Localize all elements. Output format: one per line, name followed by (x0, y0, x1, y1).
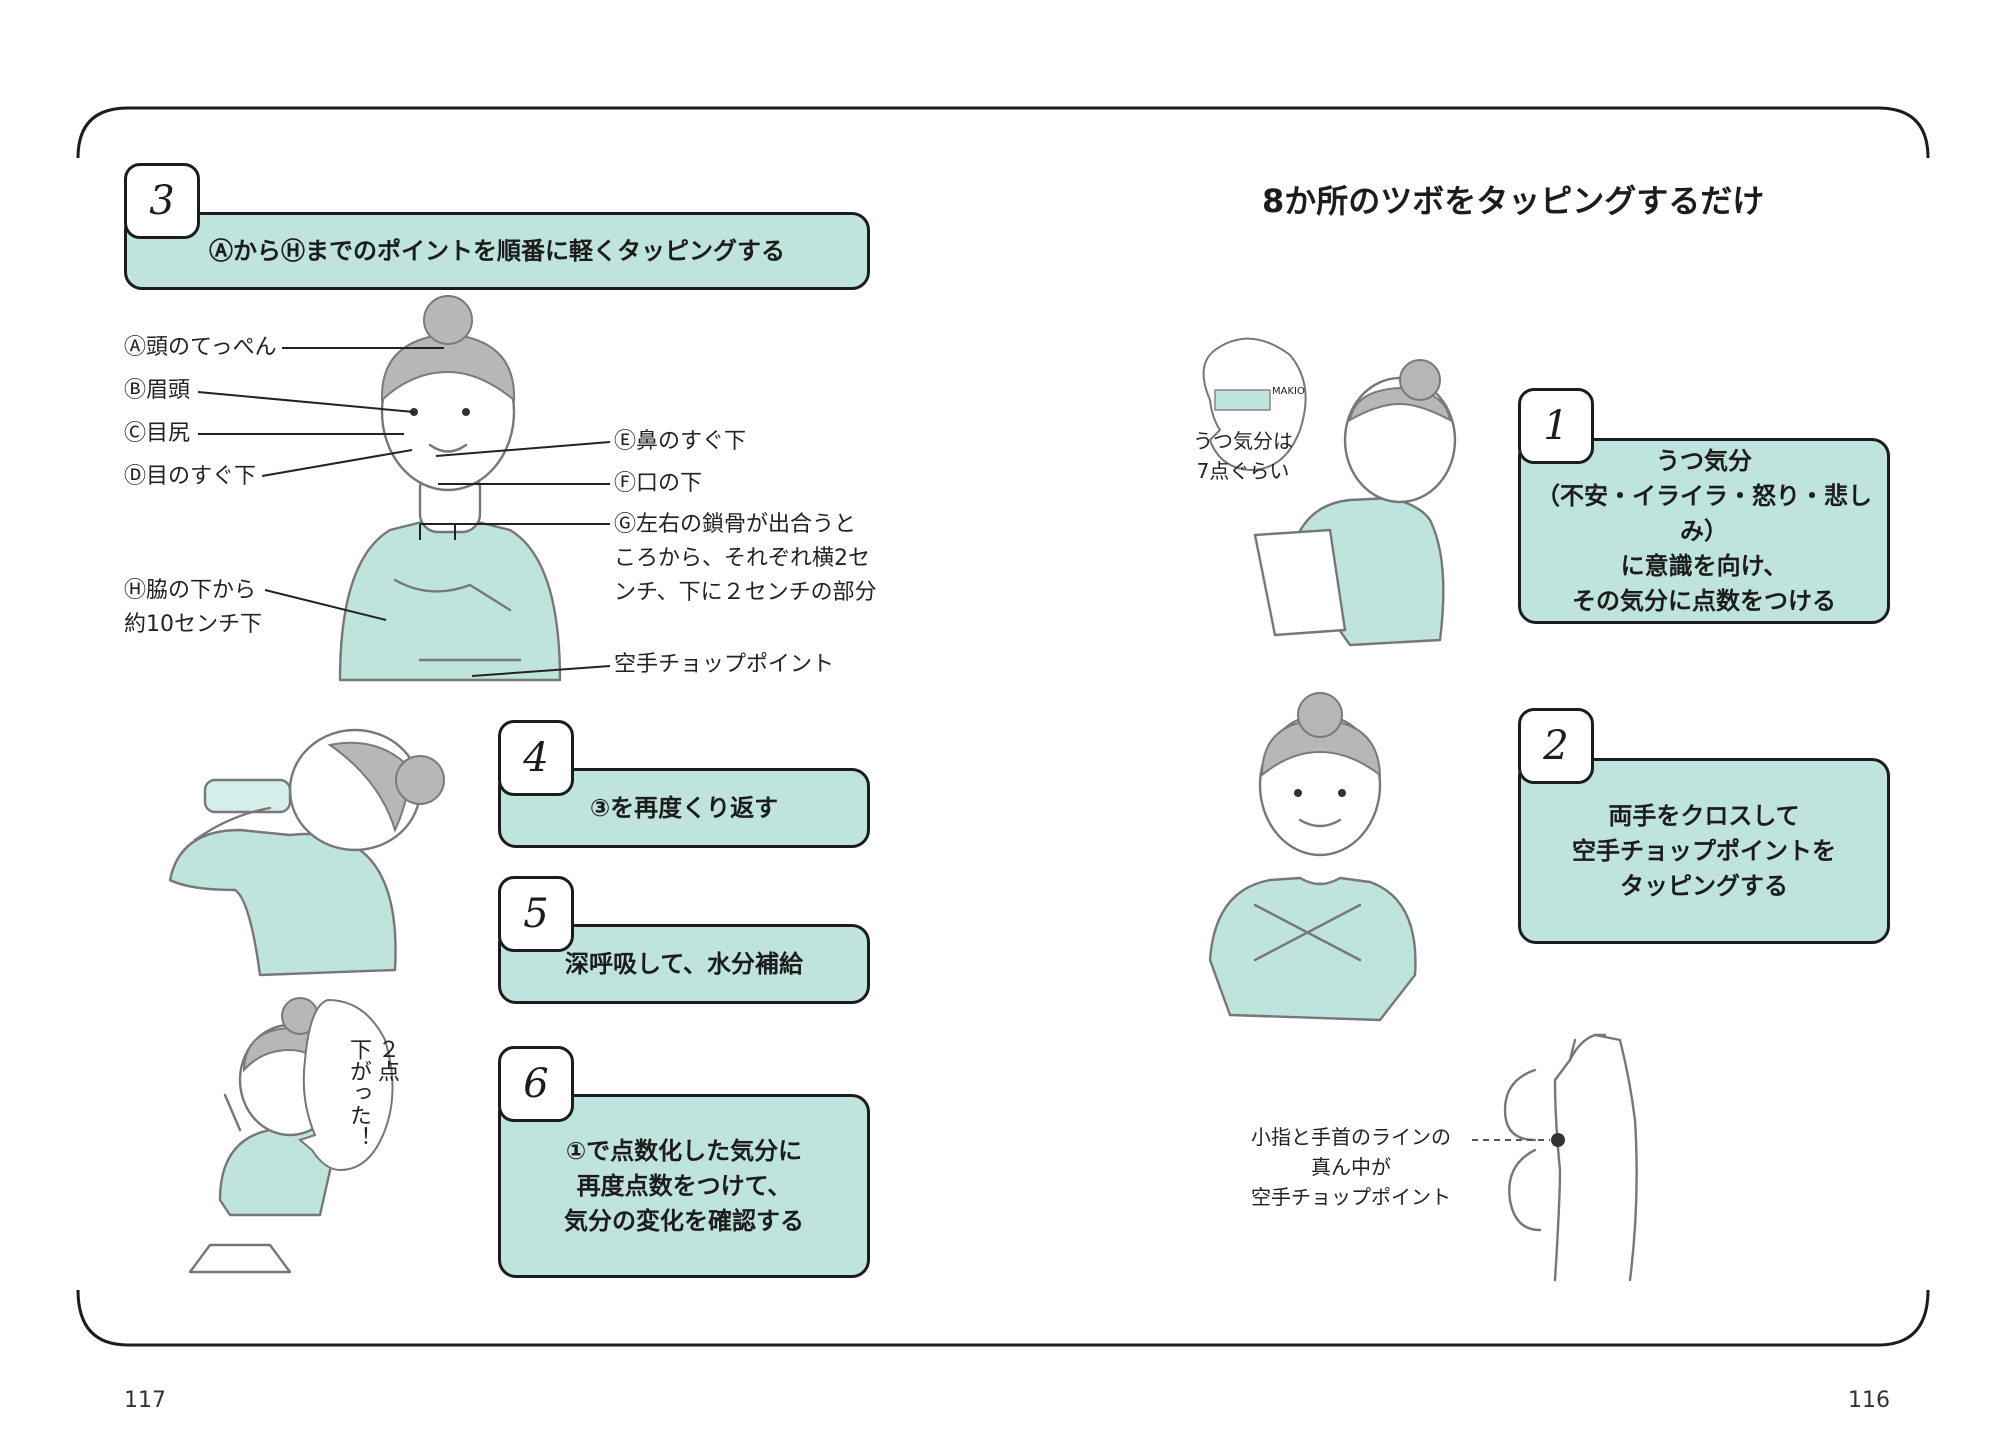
tapping-points-figure (197, 295, 611, 682)
step-1-number: 1 (1518, 388, 1594, 464)
point-e-label: Ⓔ鼻のすぐ下 (614, 429, 747, 454)
step-5-text: 深呼吸して、水分補給 (564, 949, 804, 978)
step-2-text: 両手をクロスして 空手チョップポイントを タッピングする (1572, 801, 1836, 900)
step-6-box: ①で点数化した気分に 再度点数をつけて、 気分の変化を確認する (498, 1094, 870, 1278)
point-f-label: Ⓕ口の下 (614, 471, 703, 496)
point-d-label: Ⓓ目のすぐ下 (124, 464, 257, 489)
page-number-right: 116 (1848, 1388, 1890, 1413)
step-3-number: 3 (124, 163, 200, 239)
karate-point-label: 空手チョップポイント (614, 652, 835, 677)
hand-caption: 小指と手首のラインの 真ん中が 空手チョップポイント (1251, 1125, 1451, 1209)
crossed-hands-figure (1208, 692, 1417, 1022)
mood-score-bubble: うつ気分は 7点ぐらい (1193, 429, 1293, 483)
point-c-label: Ⓒ目尻 (124, 421, 191, 446)
page-title: 8か所のツボをタッピングするだけ (1262, 182, 1765, 220)
clipboard-figure (1202, 337, 1457, 647)
dropped-score-bubble: ２点 下がった！ (346, 1038, 399, 1148)
notepad-mark: MAKIO (1272, 386, 1305, 397)
point-a-label: Ⓐ頭のてっぺん (124, 335, 277, 360)
page-number-left: 117 (124, 1388, 166, 1413)
hand-figure (1472, 1033, 1638, 1282)
step-6-text: ①で点数化した気分に 再度点数をつけて、 気分の変化を確認する (564, 1136, 804, 1235)
point-b-label: Ⓑ眉頭 (124, 378, 191, 403)
step-4-text: ③を再度くり返す (589, 793, 779, 822)
result-figure (188, 997, 394, 1274)
step-5-number: 5 (498, 876, 574, 952)
step-6-number: 6 (498, 1046, 574, 1122)
step-2-number: 2 (1518, 708, 1594, 784)
step-4-number: 4 (498, 720, 574, 796)
step-3-text: ⒶからⒽまでのポイントを順番に軽くタッピングする (209, 236, 785, 265)
point-g-label: Ⓖ左右の鎖骨が出合うと ころから、それぞれ横2セ ンチ、下に２センチの部分 (614, 512, 877, 605)
step-1-text: うつ気分 （不安・イライラ・怒り・悲しみ） に意識を向け、 その気分に点数をつけ… (1536, 446, 1872, 615)
step-1-box: うつ気分 （不安・イライラ・怒り・悲しみ） に意識を向け、 その気分に点数をつけ… (1518, 438, 1890, 624)
point-h-label: Ⓗ脇の下から 約10センチ下 (124, 578, 262, 637)
drinking-figure (168, 728, 445, 977)
step-3-box: ⒶからⒽまでのポイントを順番に軽くタッピングする (124, 212, 870, 290)
step-2-box: 両手をクロスして 空手チョップポイントを タッピングする (1518, 758, 1890, 944)
